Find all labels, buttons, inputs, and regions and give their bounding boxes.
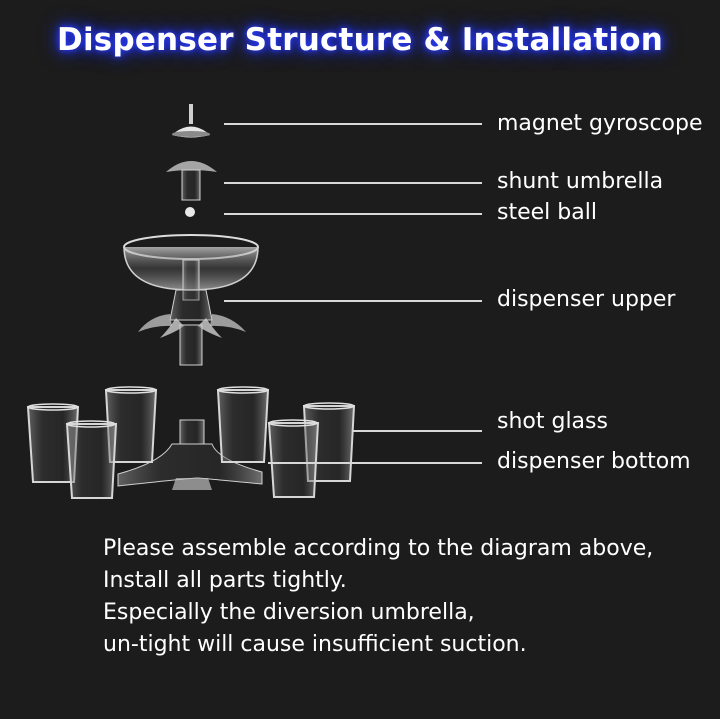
- label-magnet-gyroscope: magnet gyroscope: [497, 111, 703, 136]
- instruction-line-1: Please assemble according to the diagram…: [103, 536, 654, 561]
- shot-glass-4: [216, 389, 270, 463]
- page-title: Dispenser Structure & Installation: [57, 22, 663, 58]
- dispenser-bottom-part: [117, 419, 263, 490]
- magnet-gyroscope-part: [172, 104, 210, 138]
- instruction-line-2: Install all parts tightly.: [103, 568, 347, 593]
- shunt-umbrella-part: [166, 161, 217, 201]
- instruction-line-4: un-tight will cause insufficient suction…: [103, 632, 527, 657]
- label-shot-glass: shot glass: [497, 409, 608, 434]
- label-shunt-umbrella: shunt umbrella: [497, 169, 664, 194]
- leader-line-shunt-umbrella: [224, 182, 482, 184]
- label-steel-ball: steel ball: [497, 200, 597, 225]
- shot-glasses: [26, 386, 356, 499]
- label-dispenser-bottom: dispenser bottom: [497, 449, 691, 474]
- shot-glass-6: [267, 422, 320, 498]
- instruction-text: Please assemble according to the diagram…: [103, 533, 703, 661]
- label-dispenser-upper: dispenser upper: [497, 287, 676, 312]
- leader-line-dispenser-upper: [224, 300, 482, 302]
- leader-line-magnet-gyroscope: [224, 123, 482, 125]
- steel-ball-part: [185, 207, 195, 217]
- dispenser-upper-part: [123, 234, 259, 366]
- leader-line-shot-glass: [352, 430, 482, 432]
- shot-glass-3: [65, 423, 118, 499]
- leader-line-steel-ball: [224, 213, 482, 215]
- leader-line-dispenser-bottom: [268, 462, 482, 464]
- instruction-line-3: Especially the diversion umbrella,: [103, 600, 475, 625]
